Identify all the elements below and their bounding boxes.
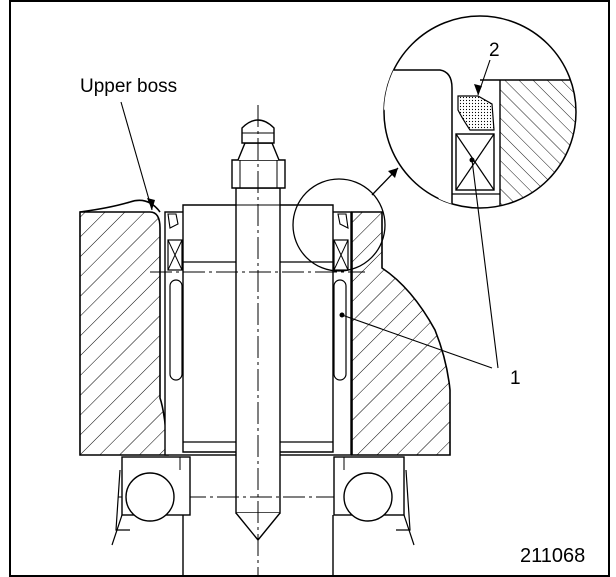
right-housing-section	[351, 211, 451, 456]
left-housing-section	[79, 211, 169, 456]
detail-seal	[457, 95, 495, 131]
upper-boss-contour	[79, 199, 161, 213]
seal-right	[337, 213, 349, 229]
figure-id-label: 211068	[520, 545, 585, 567]
callout-1-label: 1	[510, 368, 521, 389]
seal-left	[167, 213, 179, 229]
upper-boss-leader	[120, 101, 153, 211]
callout-1-leader-a	[341, 314, 493, 369]
figure-border	[9, 0, 610, 577]
enlarged-seal-detail	[383, 15, 577, 209]
detail-marker-circle	[292, 178, 386, 272]
callout-1-leader-b	[471, 159, 499, 369]
callout-2-label: 2	[489, 40, 500, 61]
upper-boss-label: Upper boss	[80, 76, 177, 97]
